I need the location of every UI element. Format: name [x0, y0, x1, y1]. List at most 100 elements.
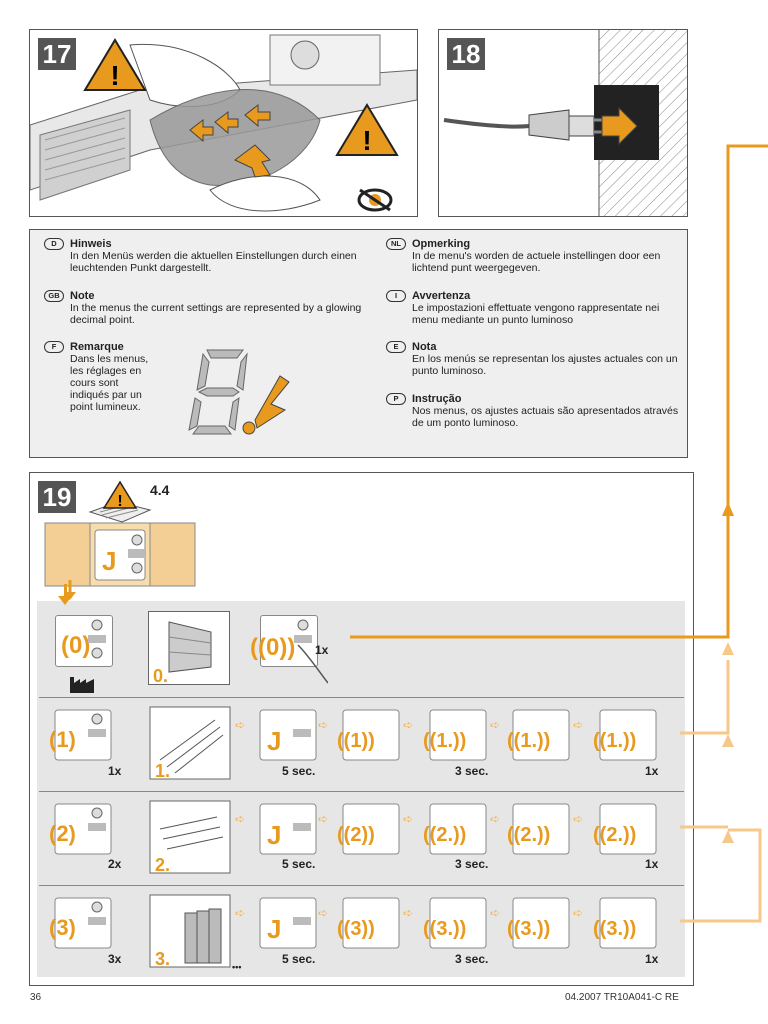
svg-text:((2.)): ((2.))	[507, 824, 550, 846]
hold-5-sec: 5 sec.	[282, 952, 316, 966]
note-pt-title: Instrução	[412, 393, 462, 405]
svg-text:((3.)): ((3.))	[593, 918, 636, 940]
note-pt: P Instrução Nos menus, os ajustes actuais…	[386, 393, 686, 429]
step-17-number: 17	[38, 38, 76, 70]
flag-pt: P	[386, 393, 406, 405]
svg-text:➪: ➪	[573, 906, 583, 920]
svg-text:➪: ➪	[573, 718, 583, 732]
reference-4-4: 4.4	[150, 482, 170, 498]
flag-fr: F	[44, 341, 64, 353]
svg-text:2.: 2.	[155, 855, 170, 875]
svg-text:((1.)): ((1.))	[423, 730, 466, 752]
svg-text:((1.)): ((1.))	[507, 730, 550, 752]
svg-text:J: J	[267, 914, 281, 944]
flag-gb: GB	[44, 290, 64, 302]
note-es-title: Nota	[412, 341, 437, 353]
hold-3-sec: 3 sec.	[455, 764, 489, 778]
row-divider	[39, 885, 684, 886]
svg-text:((0)): ((0))	[250, 634, 295, 661]
row1-sequence: (1) 1. ➪ J ➪ ((1)) ➪ ((1.)) ➪ ((1.)) ➪ (…	[49, 706, 657, 781]
svg-text:((2.)): ((2.))	[593, 824, 636, 846]
note-gb: GB Note In the menus the current settings…	[44, 290, 364, 326]
note-de: D Hinweis In den Menüs werden die aktuell…	[44, 238, 364, 274]
document-code: 04.2007 TR10A041-C RE	[565, 992, 679, 1003]
svg-text:➪: ➪	[403, 906, 413, 920]
svg-text:➪: ➪	[235, 812, 245, 826]
note-nl-title: Opmerking	[412, 238, 471, 250]
svg-text:➪: ➪	[318, 718, 328, 732]
svg-text:((3)): ((3))	[337, 918, 375, 940]
step-19-number: 19	[38, 481, 76, 513]
note-fr: F Remarque Dans les menus, les réglages e…	[44, 341, 154, 413]
flag-nl: NL	[386, 238, 406, 250]
svg-text:1.: 1.	[155, 761, 170, 781]
note-fr-title: Remarque	[70, 341, 124, 353]
press-count-1x: 1x	[645, 764, 659, 778]
note-it-title: Avvertenza	[412, 290, 471, 302]
svg-text:(2): (2)	[49, 821, 76, 846]
svg-text:J: J	[102, 546, 116, 576]
press-count-1x: 1x	[108, 764, 122, 778]
hold-5-sec: 5 sec.	[282, 764, 316, 778]
step-17-panel: 17 ! !	[29, 29, 418, 217]
continuation-dots: •••	[232, 962, 242, 972]
page-number: 36	[30, 992, 42, 1003]
press-count-1x: 1x	[315, 643, 329, 657]
hold-3-sec: 3 sec.	[455, 857, 489, 871]
svg-text:(0): (0)	[61, 632, 90, 659]
press-count-1x: 1x	[645, 857, 659, 871]
unplug-illustration	[443, 30, 687, 216]
svg-text:➪: ➪	[403, 718, 413, 732]
svg-text:!: !	[117, 493, 122, 510]
svg-text:➪: ➪	[235, 718, 245, 732]
row3-sequence: (3) 3. ➪ J ➪ ((3)) ➪ ((3.)) ➪ ((3.)) ➪ (…	[49, 894, 657, 969]
cleaning-illustration: ! !	[30, 34, 417, 212]
display-0-icon: (0)	[61, 619, 106, 659]
svg-text:➪: ➪	[403, 812, 413, 826]
svg-text:(3): (3)	[49, 915, 76, 940]
note-gb-text: In the menus the current settings are re…	[70, 302, 362, 326]
note-nl-text: In de menu's worden de actuele instellin…	[412, 250, 661, 274]
step-18-panel: 18	[438, 29, 688, 217]
note-es: E Nota En los menús se representan los aj…	[386, 341, 686, 377]
svg-text:➪: ➪	[318, 812, 328, 826]
note-es-text: En los menús se representan los ajustes …	[412, 353, 678, 377]
svg-text:➪: ➪	[490, 812, 500, 826]
operator-housing-illustration: ! J	[44, 480, 196, 600]
svg-text:(1): (1)	[49, 727, 76, 752]
svg-text:➪: ➪	[318, 906, 328, 920]
hold-5-sec: 5 sec.	[282, 857, 316, 871]
row-divider	[39, 697, 684, 698]
svg-text:((3.)): ((3.))	[423, 918, 466, 940]
svg-text:J: J	[267, 726, 281, 756]
svg-text:➪: ➪	[490, 906, 500, 920]
flag-it: I	[386, 290, 406, 302]
note-pt-text: Nos menus, os ajustes actuais são aprese…	[412, 405, 679, 429]
svg-text:((1)): ((1))	[337, 730, 375, 752]
note-it-text: Le impostazioni effettuate vengono rappr…	[412, 302, 660, 326]
svg-text:!: !	[110, 60, 119, 91]
svg-text:J: J	[267, 820, 281, 850]
hold-3-sec: 3 sec.	[455, 952, 489, 966]
svg-text:➪: ➪	[235, 906, 245, 920]
flag-de: D	[44, 238, 64, 250]
decimal-point-display-icon	[188, 349, 290, 435]
note-gb-title: Note	[70, 290, 95, 302]
note-de-title: Hinweis	[70, 238, 112, 250]
press-count-2x: 2x	[108, 857, 122, 871]
note-fr-text: Dans les menus, les réglages en cours so…	[70, 353, 149, 413]
flag-es: E	[386, 341, 406, 353]
svg-text:!: !	[362, 125, 371, 156]
step-18-number: 18	[447, 38, 485, 70]
svg-text:➪: ➪	[573, 812, 583, 826]
display-0-icon: ((0))	[250, 619, 328, 684]
note-de-text: In den Menüs werden die aktuellen Einste…	[70, 250, 357, 274]
note-it: I Avvertenza Le impostazioni effettuate v…	[386, 290, 686, 326]
note-nl: NL Opmerking In de menu's worden de actue…	[386, 238, 686, 274]
svg-text:➪: ➪	[490, 718, 500, 732]
svg-text:((3.)): ((3.))	[507, 918, 550, 940]
press-count-3x: 3x	[108, 952, 122, 966]
svg-text:((2)): ((2))	[337, 824, 375, 846]
door-closed-illustration: 0.	[148, 611, 230, 686]
display-0-tile	[55, 615, 113, 667]
